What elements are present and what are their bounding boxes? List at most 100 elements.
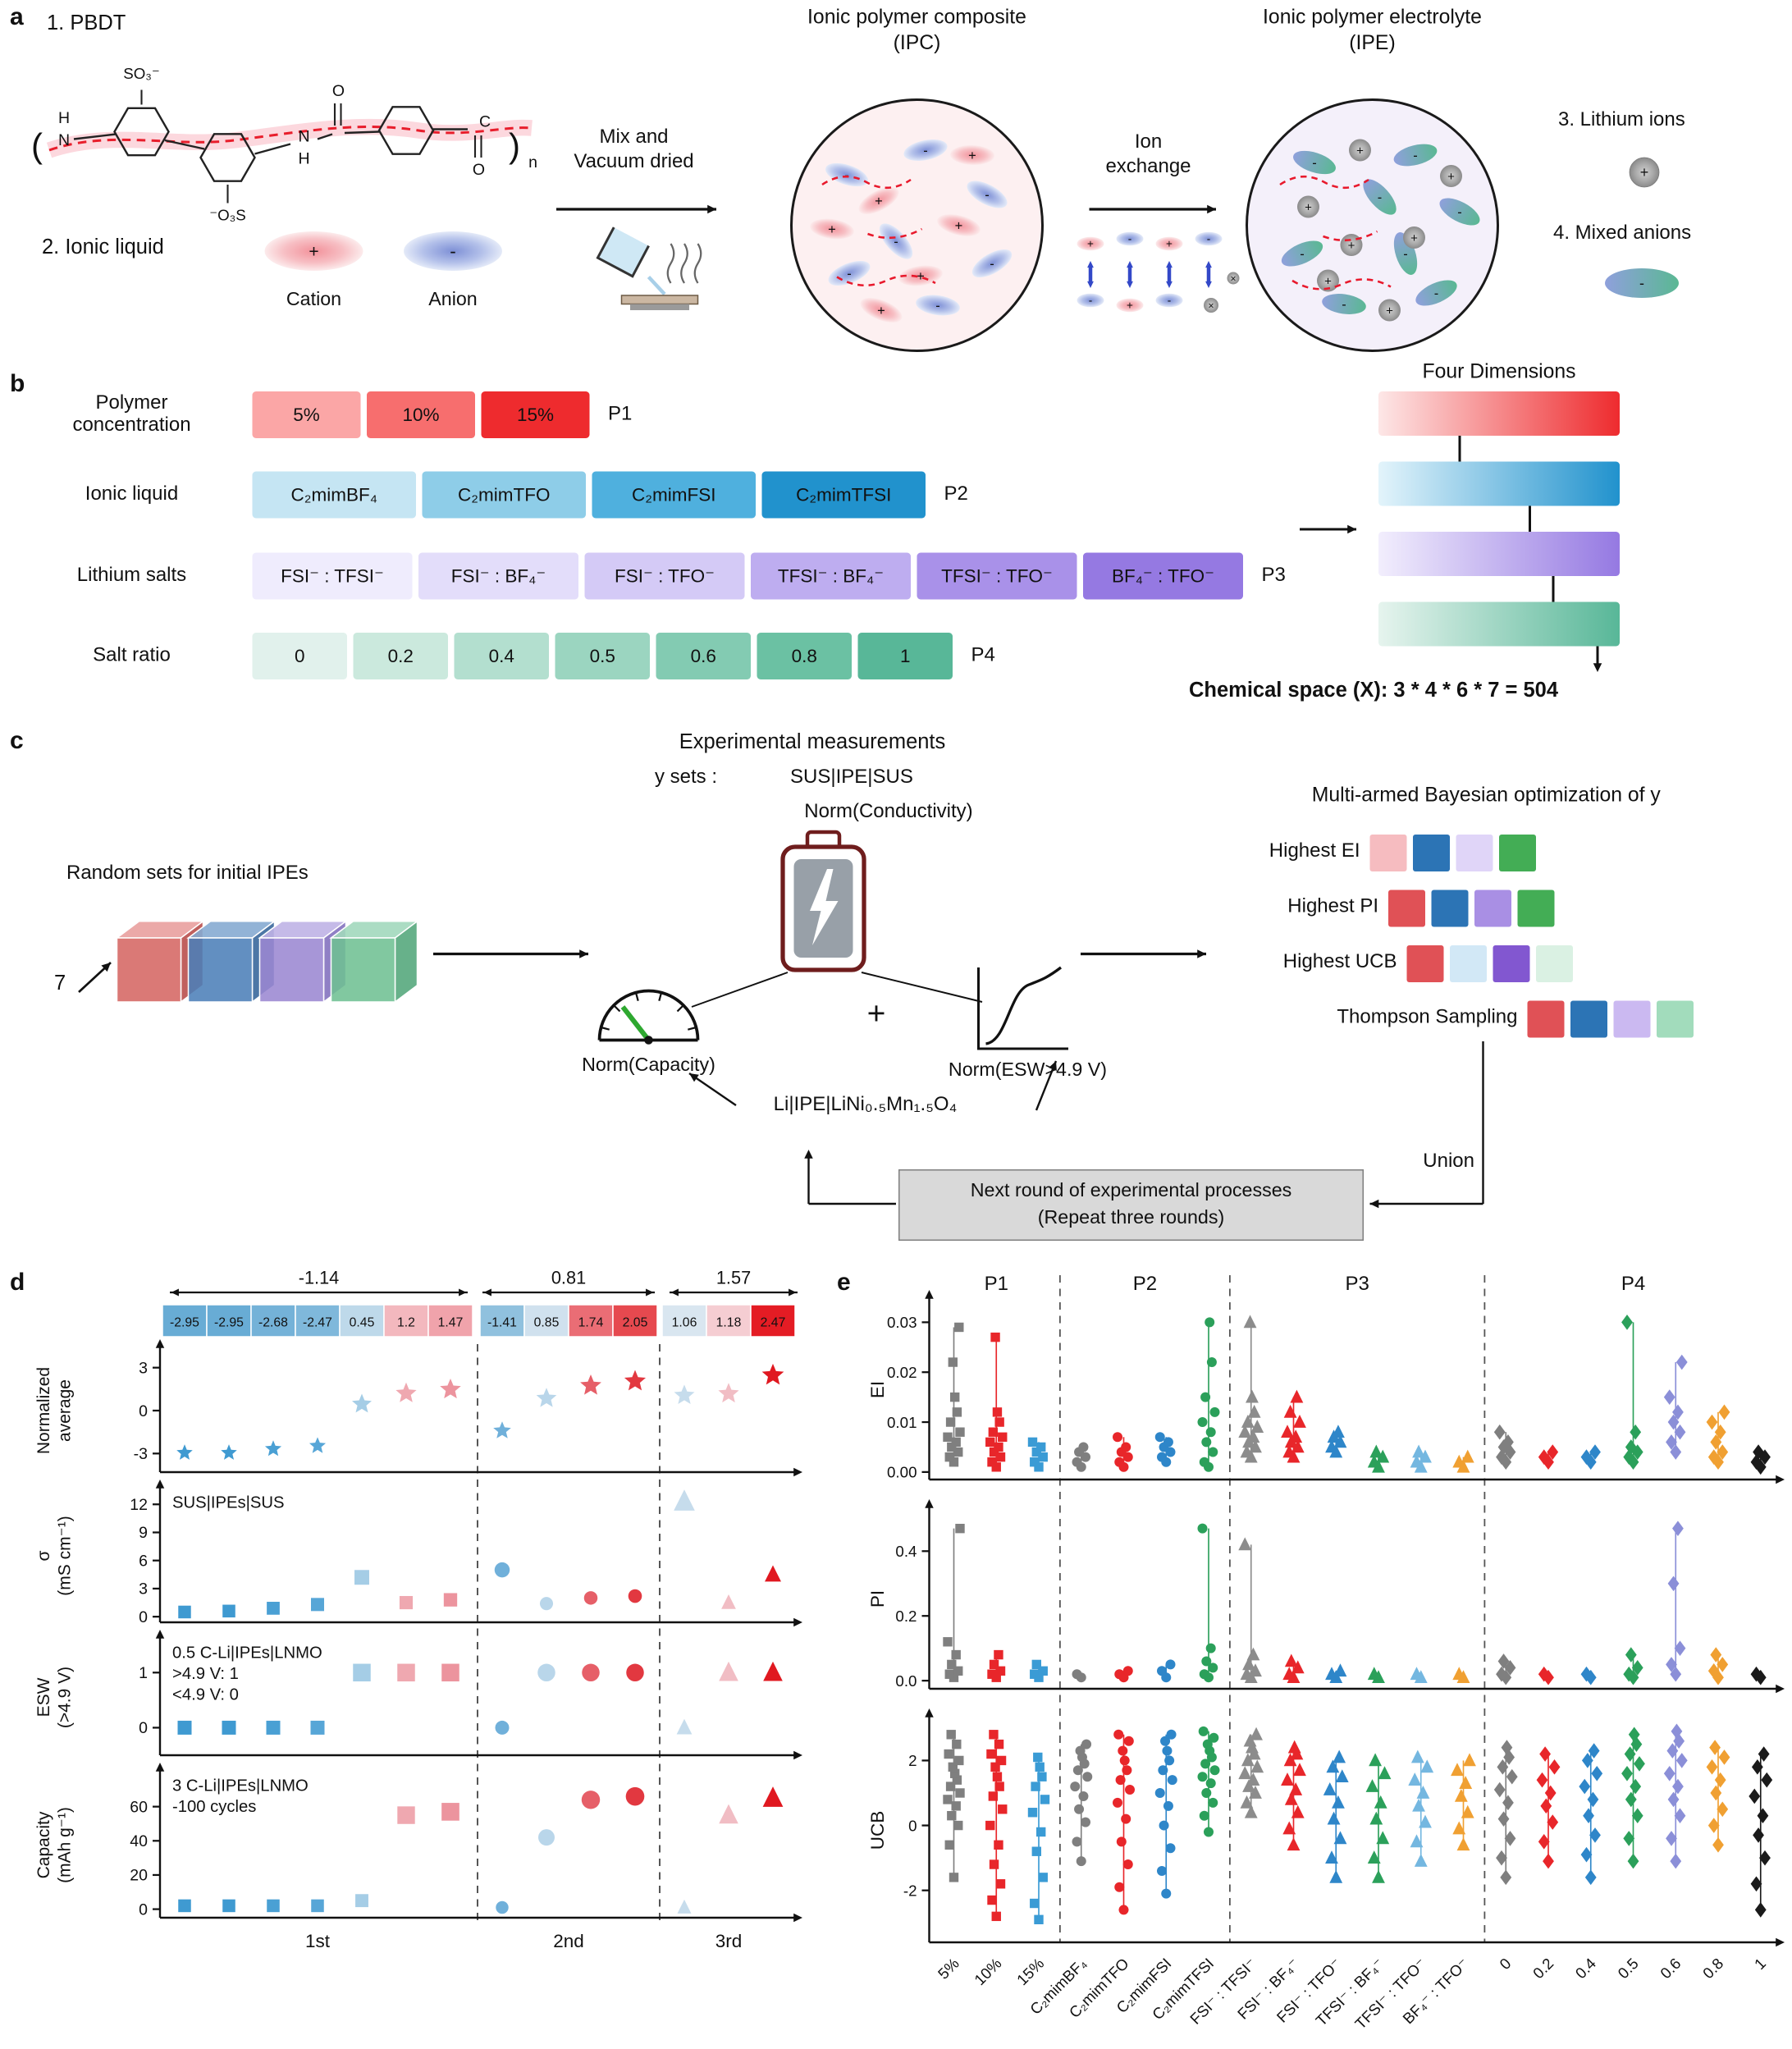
marker-triangle — [1369, 1811, 1383, 1825]
tick-label: 0.03 — [887, 1314, 917, 1331]
group-label: P3 — [1345, 1273, 1369, 1295]
atom-h: H — [298, 150, 309, 168]
heat-cell — [479, 1304, 525, 1338]
polymer-strand — [821, 175, 912, 190]
shape — [1439, 198, 1480, 226]
marker-triangle — [1451, 1763, 1464, 1777]
marker-diamond — [1625, 1439, 1637, 1455]
marker-diamond — [1625, 1791, 1637, 1808]
ion-ellipse-small — [1077, 293, 1104, 308]
marker-triangle — [1281, 1425, 1294, 1438]
marker-square — [1027, 1437, 1038, 1448]
marker-square — [950, 1392, 960, 1402]
tick-label: 0.2 — [895, 1608, 917, 1625]
tick-label: 0 — [139, 1402, 148, 1420]
heat-cell — [206, 1304, 252, 1338]
marker-triangle — [1412, 1798, 1425, 1812]
ion-exchange-line1: Ion — [1134, 131, 1163, 153]
panel-e-label: e — [837, 1269, 851, 1297]
heat-value: 0.45 — [350, 1315, 375, 1329]
b-cell: FSI⁻ : BF₄⁻ — [418, 552, 578, 600]
subplot-note: -100 cycles — [172, 1798, 256, 1816]
marker-circle — [1158, 1765, 1168, 1776]
marker-diamond — [1672, 1404, 1684, 1420]
arrowhead — [1369, 1199, 1379, 1209]
shape — [635, 993, 639, 1001]
marker-square — [1038, 1873, 1048, 1882]
marker-square — [222, 1604, 235, 1618]
group-mean: -1.14 — [299, 1268, 340, 1288]
b-cell: C₂mimFSI — [592, 471, 756, 519]
marker-circle — [1078, 1442, 1089, 1452]
subplot-note: >4.9 V: 1 — [172, 1665, 239, 1683]
round-label: 3rd — [715, 1931, 743, 1951]
marker-square — [998, 1804, 1008, 1814]
marker-diamond — [1621, 1765, 1633, 1781]
marker-triangle — [1246, 1429, 1260, 1443]
arrowhead — [1776, 1937, 1785, 1947]
marker-circle — [1209, 1765, 1220, 1776]
marker-diamond — [1667, 1576, 1680, 1592]
marker-triangle — [1246, 1772, 1260, 1786]
arrowhead — [1166, 261, 1173, 268]
minus-sign: - — [1312, 156, 1316, 171]
shape — [860, 297, 903, 323]
marker-square — [397, 1663, 415, 1682]
marker-diamond — [1497, 1759, 1509, 1775]
marker-square — [989, 1659, 999, 1670]
marker-square — [1031, 1447, 1041, 1457]
marker-square — [1036, 1827, 1046, 1837]
marker-square — [1031, 1659, 1041, 1670]
polymer-backbone — [48, 126, 533, 152]
lithium-ion-legend — [1629, 157, 1660, 188]
marker-star — [718, 1383, 739, 1403]
next-round-box: Next round of experimental processes (Re… — [898, 1169, 1364, 1241]
marker-square — [399, 1595, 414, 1610]
shape — [810, 218, 854, 240]
marker-circle — [1082, 1772, 1093, 1782]
marker-circle — [582, 1663, 600, 1682]
marker-square — [987, 1457, 997, 1467]
arrowhead — [1197, 949, 1206, 958]
marker-square — [1031, 1846, 1041, 1856]
benzene-ring — [377, 106, 435, 155]
heat-value: 2.47 — [761, 1315, 786, 1329]
marker-circle — [1081, 1739, 1092, 1749]
shape — [647, 275, 666, 296]
shape — [344, 130, 380, 135]
tick-label: 0.02 — [887, 1364, 917, 1381]
marker-square — [994, 1417, 1004, 1427]
marker-triangle — [1333, 1663, 1347, 1677]
arrowhead — [707, 204, 716, 214]
marker-square — [943, 1637, 953, 1647]
tick-label: 40 — [130, 1832, 148, 1850]
marker-triangle — [1291, 1660, 1305, 1674]
marker-square — [990, 1332, 1000, 1342]
marker-diamond — [1630, 1424, 1642, 1440]
ion-ellipse — [950, 144, 994, 166]
tick-label: 0.4 — [895, 1543, 917, 1560]
cube-front — [116, 937, 182, 1003]
arrowhead — [1087, 281, 1094, 288]
shape — [937, 214, 981, 236]
marker-diamond — [1501, 1740, 1513, 1755]
panel-d-label: d — [10, 1269, 25, 1297]
marker-diamond — [1753, 1444, 1764, 1460]
marker-circle — [496, 1900, 509, 1914]
marker-circle — [1200, 1759, 1211, 1769]
lithium-ions-label: 3. Lithium ions — [1558, 109, 1685, 131]
marker-star — [536, 1388, 557, 1407]
shape — [1363, 179, 1397, 215]
marker-diamond — [1581, 1753, 1593, 1768]
axis-title: average — [56, 1379, 75, 1442]
marker-circle — [1163, 1437, 1173, 1448]
group-label: P2 — [1133, 1273, 1157, 1295]
ionic-liquid-label: 2. Ionic liquid — [42, 235, 164, 259]
arrowhead — [804, 1150, 813, 1159]
marker-diamond — [1587, 1791, 1599, 1808]
marker-triangle — [1420, 1759, 1434, 1773]
arrowhead — [1127, 281, 1133, 288]
panel-b-label: b — [10, 370, 25, 398]
marker-diamond — [1500, 1869, 1512, 1886]
